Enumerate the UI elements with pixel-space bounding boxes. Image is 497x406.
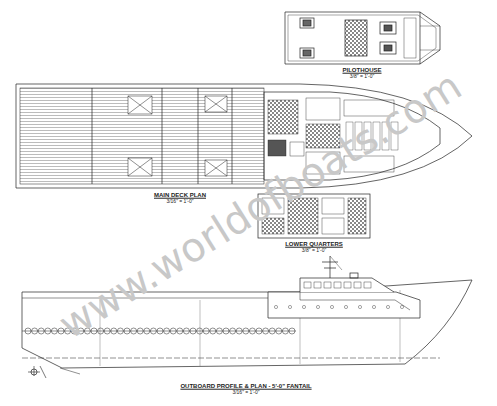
porthole — [400, 305, 403, 308]
porthole — [288, 305, 291, 308]
porthole — [316, 305, 319, 308]
pilothouse-plan — [285, 12, 440, 64]
porthole — [274, 305, 277, 308]
window — [364, 282, 371, 288]
scale-note: 3/8" = 1'-0" — [349, 74, 375, 80]
view-title: MAIN DECK PLAN — [153, 192, 207, 199]
porthole — [386, 305, 389, 308]
porthole — [302, 305, 305, 308]
porthole — [358, 305, 361, 308]
porthole — [344, 305, 347, 308]
window — [334, 282, 341, 288]
scale-note: 3/16" = 1'-0" — [231, 390, 260, 396]
window — [324, 282, 331, 288]
scale-note: 3/8" = 1'-0" — [301, 248, 327, 254]
view-title: LOWER QUARTERS — [284, 241, 344, 248]
porthole — [330, 305, 333, 308]
scale-note: 3/16" = 1'-0" — [165, 199, 194, 205]
window — [304, 282, 311, 288]
window — [344, 282, 351, 288]
view-title: OUTBOARD PROFILE & PLAN - 5'-0" FANTAIL — [179, 383, 312, 390]
porthole — [372, 305, 375, 308]
window — [354, 282, 361, 288]
view-title: PILOTHOUSE — [341, 67, 382, 74]
window — [314, 282, 321, 288]
